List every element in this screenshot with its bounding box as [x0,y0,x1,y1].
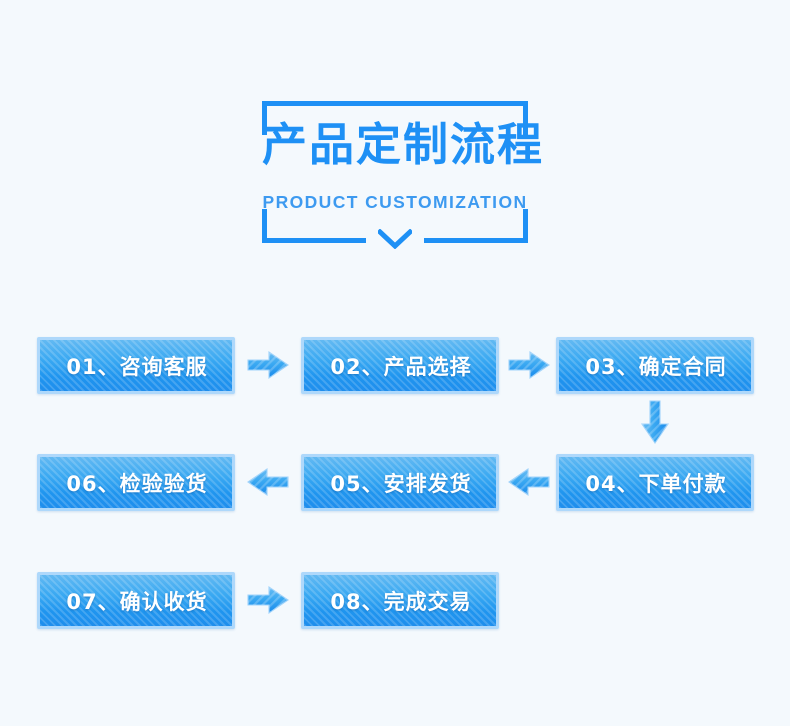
frame-bottom-left-border [262,238,366,243]
flow-step-07-label: 07、确认收货 [66,589,208,614]
frame-right-top-border [523,101,528,135]
flow-step-03-label: 03、确定合同 [585,354,727,379]
chevron-down-icon [378,229,412,249]
frame-top-border [262,101,528,106]
flow-step-08-label: 08、完成交易 [330,589,472,614]
flow-step-01[interactable]: 01、咨询客服 [37,337,235,394]
flow-step-06[interactable]: 06、检验验货 [37,454,235,511]
flow-step-07[interactable]: 07、确认收货 [37,572,235,629]
title-frame: 产品定制流程 PRODUCT CUSTOMIZATION [262,101,545,249]
flow-step-05[interactable]: 05、安排发货 [301,454,499,511]
arrow-05-to-06-icon [247,467,289,497]
arrow-07-to-08-icon [247,585,289,615]
arrow-02-to-03-icon [508,350,550,380]
flow-step-03[interactable]: 03、确定合同 [556,337,754,394]
flow-step-04-label: 04、下单付款 [585,471,727,496]
frame-left-top-border [262,101,267,135]
flow-step-06-label: 06、检验验货 [66,471,208,496]
flow-step-02-label: 02、产品选择 [330,354,472,379]
flow-step-05-label: 05、安排发货 [330,471,472,496]
flow-step-02[interactable]: 02、产品选择 [301,337,499,394]
arrow-04-to-05-icon [508,467,550,497]
page-title: 产品定制流程 [262,118,545,171]
flow-step-01-label: 01、咨询客服 [66,354,208,379]
frame-right-bottom-border [523,209,528,243]
flow-step-08[interactable]: 08、完成交易 [301,572,499,629]
frame-left-bottom-border [262,209,267,243]
arrow-03-to-04-icon [640,400,670,444]
flow-step-04[interactable]: 04、下单付款 [556,454,754,511]
arrow-01-to-02-icon [247,350,289,380]
frame-bottom-right-border [424,238,528,243]
page-subtitle: PRODUCT CUSTOMIZATION [262,192,528,212]
